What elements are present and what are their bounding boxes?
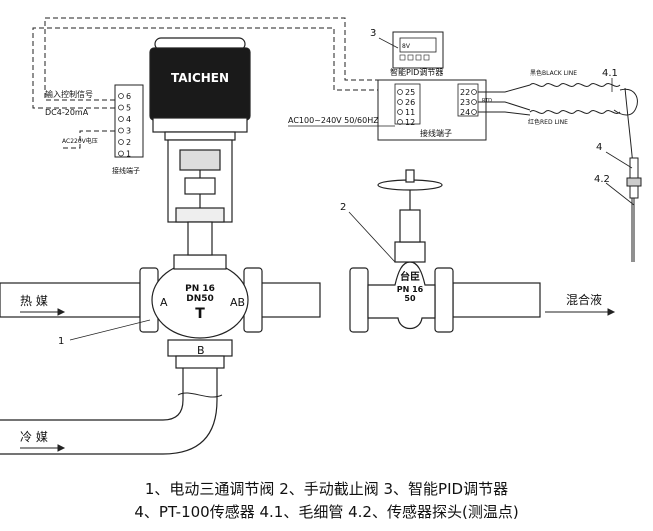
legend-line-2: 4、PT-100传感器 4.1、毛细管 4.2、传感器探头(测温点) bbox=[134, 503, 519, 521]
actuator-brand: TAICHEN bbox=[171, 71, 229, 85]
plate-pn-right: PN 16 bbox=[397, 285, 424, 294]
terminal-number: 25 bbox=[405, 88, 415, 97]
terminal-screw-icon bbox=[471, 89, 477, 95]
terminal-number: 3 bbox=[126, 127, 131, 136]
port-a-label: A bbox=[160, 296, 168, 309]
main-pipes bbox=[0, 282, 541, 318]
terminal-screw-icon bbox=[397, 119, 403, 125]
left-terminal-numbers: 6 5 4 3 2 1 bbox=[118, 92, 131, 159]
dashed-control-wires bbox=[32, 17, 395, 149]
ac100-label: AC100~240V 50/60HZ bbox=[288, 116, 379, 125]
terminal-number: 12 bbox=[405, 118, 415, 127]
terminal-screw-icon bbox=[118, 139, 124, 145]
terminal-screw-icon bbox=[471, 109, 477, 115]
callout-4-2: 4.2 bbox=[594, 174, 610, 185]
port-b-label: B bbox=[197, 344, 205, 357]
terminal-screw-icon bbox=[118, 104, 124, 111]
globe-valve bbox=[349, 169, 454, 333]
mixed-liquid-label: 混合液 bbox=[566, 292, 602, 307]
red-line-label: 红色RED LINE bbox=[528, 118, 568, 126]
input-signal-label: 输入控制信号 bbox=[45, 89, 93, 99]
terminal-number: 26 bbox=[405, 98, 415, 107]
terminal-screw-icon bbox=[118, 93, 124, 99]
terminal-number: 23 bbox=[460, 98, 470, 107]
terminal-block-left: 输入控制信号 DC4-20mA AC220V电压 接线端子 6 5 4 3 2 1 bbox=[45, 84, 144, 175]
terminal-number: 2 bbox=[126, 138, 131, 147]
pid-display: 8V bbox=[402, 43, 411, 50]
callout-leaders bbox=[69, 37, 635, 341]
terminal-screw-icon bbox=[397, 99, 403, 105]
ac220-label: AC220V电压 bbox=[62, 137, 98, 145]
dc-signal-label: DC4-20mA bbox=[45, 108, 89, 117]
terminal-number: 4 bbox=[126, 115, 131, 124]
terminal-screw-icon bbox=[118, 150, 124, 157]
plate-dn-right: 50 bbox=[404, 294, 416, 303]
terminal-number: 11 bbox=[405, 108, 415, 117]
plate-pn: PN 16 bbox=[185, 284, 215, 294]
cold-pipe bbox=[0, 368, 223, 455]
terminal-screw-icon bbox=[118, 127, 124, 134]
black-line-label: 黑色BLACK LINE bbox=[530, 69, 577, 77]
electric-actuator bbox=[149, 37, 251, 256]
plate-dn: DN50 bbox=[186, 294, 214, 304]
sensor-wires bbox=[478, 83, 638, 179]
terminal-screw-icon bbox=[397, 109, 403, 115]
callout-1: 1 bbox=[58, 336, 64, 347]
legend-line-1: 1、电动三通调节阀 2、手动截止阀 3、智能PID调节器 bbox=[144, 480, 509, 498]
terminal-block-left-title: 接线端子 bbox=[112, 166, 140, 175]
pid-terminal-title: 接线端子 bbox=[420, 128, 452, 138]
terminal-number: 1 bbox=[126, 150, 131, 159]
terminal-screw-icon bbox=[397, 89, 403, 95]
terminal-number: 6 bbox=[126, 92, 131, 101]
terminal-number: 5 bbox=[126, 104, 131, 113]
port-ab-label: AB bbox=[230, 296, 245, 309]
plate-maker-right: 台臣 bbox=[400, 270, 420, 283]
cold-medium-label: 冷 媒 bbox=[20, 430, 48, 444]
three-way-valve bbox=[139, 254, 263, 369]
flow-arrows bbox=[20, 308, 616, 452]
pid-title: 智能PID调节器 bbox=[390, 67, 443, 77]
terminal-number: 24 bbox=[460, 108, 470, 117]
callout-4-1: 4.1 bbox=[602, 68, 618, 79]
pt100-sensor bbox=[626, 157, 642, 262]
rtd-label: RTD bbox=[482, 98, 492, 104]
callout-4: 4 bbox=[596, 142, 602, 153]
hot-medium-label: 热 媒 bbox=[20, 294, 48, 308]
callout-2: 2 bbox=[340, 202, 346, 213]
callout-3: 3 bbox=[370, 28, 376, 39]
terminal-screw-icon bbox=[118, 116, 124, 122]
terminal-screw-icon bbox=[471, 99, 477, 105]
terminal-number: 22 bbox=[460, 88, 470, 97]
flow-arrow-mark: T bbox=[195, 306, 205, 322]
